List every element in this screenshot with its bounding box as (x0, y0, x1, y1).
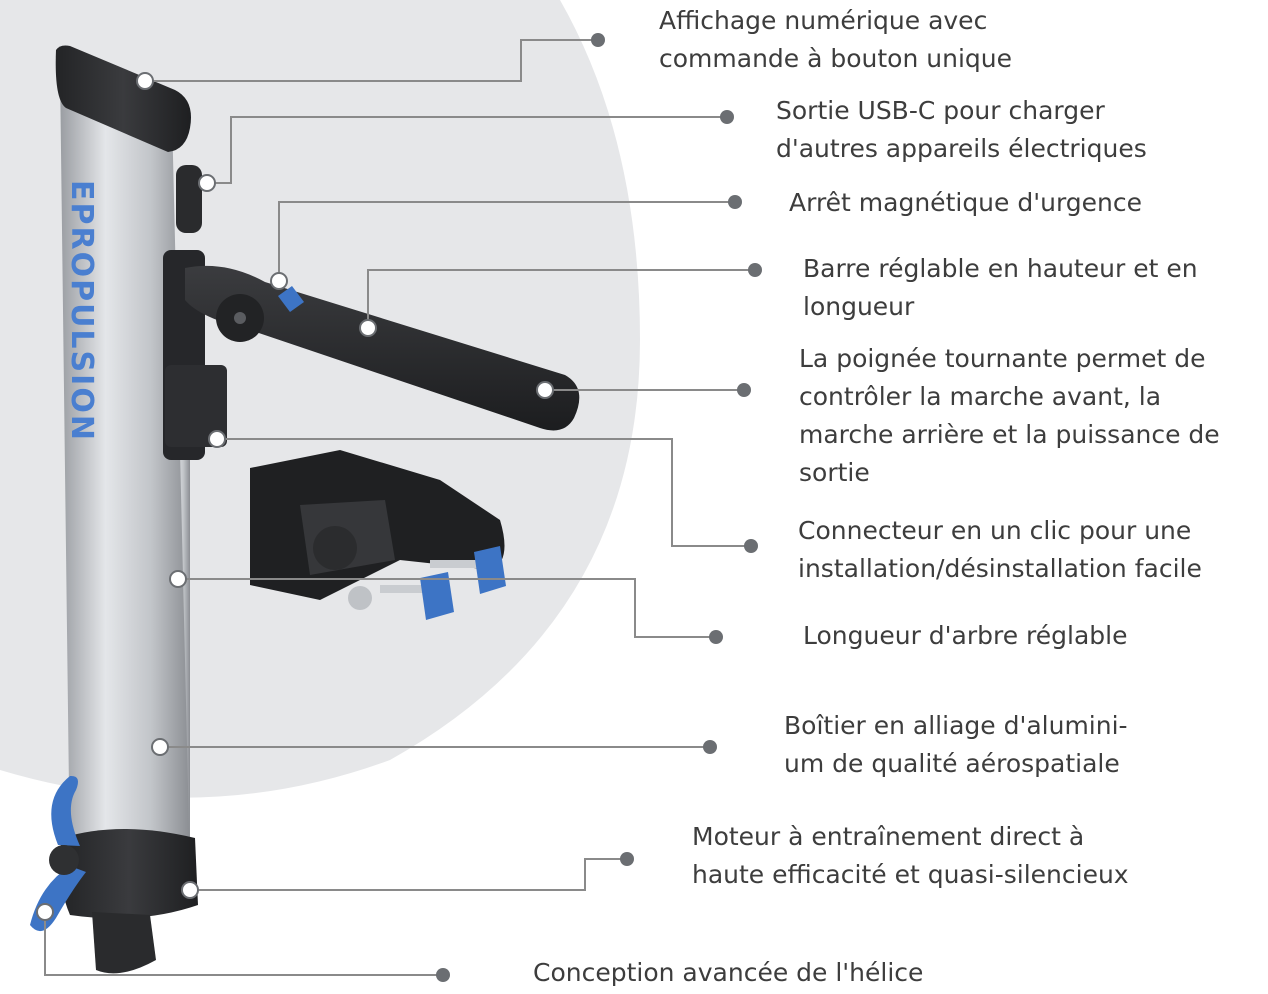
propeller-hub (49, 845, 79, 875)
label-line: um de qualité aérospatiale (784, 749, 1120, 778)
callout-label-connector: Connecteur en un clic pour une installat… (798, 512, 1202, 588)
end-dot-connector (744, 539, 758, 553)
label-line: commande à bouton unique (659, 44, 1013, 73)
callout-label-display: Affichage numérique avec commande à bout… (659, 2, 1012, 78)
label-line: Arrêt magnétique d'urgence (789, 188, 1143, 217)
end-dot-motor (620, 852, 634, 866)
anchor-dot-motor (181, 881, 199, 899)
label-line: marche arrière et la puissance de (799, 420, 1220, 449)
label-line: sortie (799, 458, 870, 487)
anchor-dot-kill-switch (270, 272, 288, 290)
callout-label-kill-switch: Arrêt magnétique d'urgence (789, 184, 1142, 222)
outboard-motor-illustration: EPROPULSION (30, 45, 580, 974)
aluminium-housing (60, 70, 190, 875)
leader-line-motor (190, 858, 627, 891)
end-dot-shaft (709, 630, 723, 644)
anchor-dot-connector (208, 430, 226, 448)
usbc-block (176, 165, 202, 233)
skeg (92, 912, 156, 974)
label-line: Moteur à entraînement direct à (692, 822, 1085, 851)
leader-line-propeller (44, 912, 443, 976)
label-line: Longueur d'arbre réglable (803, 621, 1128, 650)
end-dot-display (591, 33, 605, 47)
callout-label-shaft: Longueur d'arbre réglable (803, 617, 1128, 655)
end-dot-propeller (436, 968, 450, 982)
anchor-dot-tiller (359, 319, 377, 337)
top-cap (55, 45, 191, 152)
callout-label-propeller: Conception avancée de l'hélice (533, 954, 923, 992)
label-line: La poignée tournante permet de (799, 344, 1206, 373)
clamp-screw-rod (380, 585, 440, 593)
label-line: Boîtier en alliage d'alumini- (784, 711, 1128, 740)
callout-label-housing: Boîtier en alliage d'alumini- um de qual… (784, 707, 1128, 783)
tiller-arm (185, 265, 580, 431)
callout-label-usbc: Sortie USB-C pour charger d'autres appar… (776, 92, 1147, 168)
clamp-knob (420, 572, 454, 620)
leader-line-shaft (178, 578, 716, 638)
label-line: d'autres appareils électriques (776, 134, 1147, 163)
anchor-dot-housing (151, 738, 169, 756)
label-line: contrôler la marche avant, la (799, 382, 1162, 411)
label-line: haute efficacité et quasi-silencieux (692, 860, 1129, 889)
callout-label-twist-grip: La poignée tournante permet de contrôler… (799, 340, 1220, 492)
end-dot-twist-grip (737, 383, 751, 397)
label-line: Affichage numérique avec (659, 6, 988, 35)
end-dot-tiller (748, 263, 762, 277)
anchor-dot-propeller (36, 903, 54, 921)
label-line: installation/désinstallation facile (798, 554, 1202, 583)
label-line: longueur (803, 292, 915, 321)
anchor-dot-twist-grip (536, 381, 554, 399)
connector-box (165, 365, 227, 447)
leader-line-display (145, 39, 598, 82)
leader-line-connector (217, 438, 751, 547)
end-dot-kill-switch (728, 195, 742, 209)
leader-line-usbc (207, 116, 727, 184)
callout-label-tiller: Barre réglable en hauteur et en longueur (803, 250, 1198, 326)
kill-switch-key (278, 286, 304, 312)
leader-line-tiller (367, 269, 755, 328)
label-line: Conception avancée de l'hélice (533, 958, 924, 987)
anchor-dot-usbc (198, 174, 216, 192)
callout-label-motor: Moteur à entraînement direct à haute eff… (692, 818, 1129, 894)
label-line: Barre réglable en hauteur et en (803, 254, 1198, 283)
label-line: Connecteur en un clic pour une (798, 516, 1192, 545)
label-line: Sortie USB-C pour charger (776, 96, 1105, 125)
anchor-dot-shaft (169, 570, 187, 588)
callout-leaders (36, 33, 762, 982)
motor-pod (59, 829, 198, 919)
anchor-dot-display (136, 72, 154, 90)
brand-text: EPROPULSION (64, 180, 99, 442)
leader-line-kill-switch (278, 201, 735, 281)
end-dot-usbc (720, 110, 734, 124)
end-dot-housing (703, 740, 717, 754)
propeller-upper-blade (51, 775, 80, 846)
